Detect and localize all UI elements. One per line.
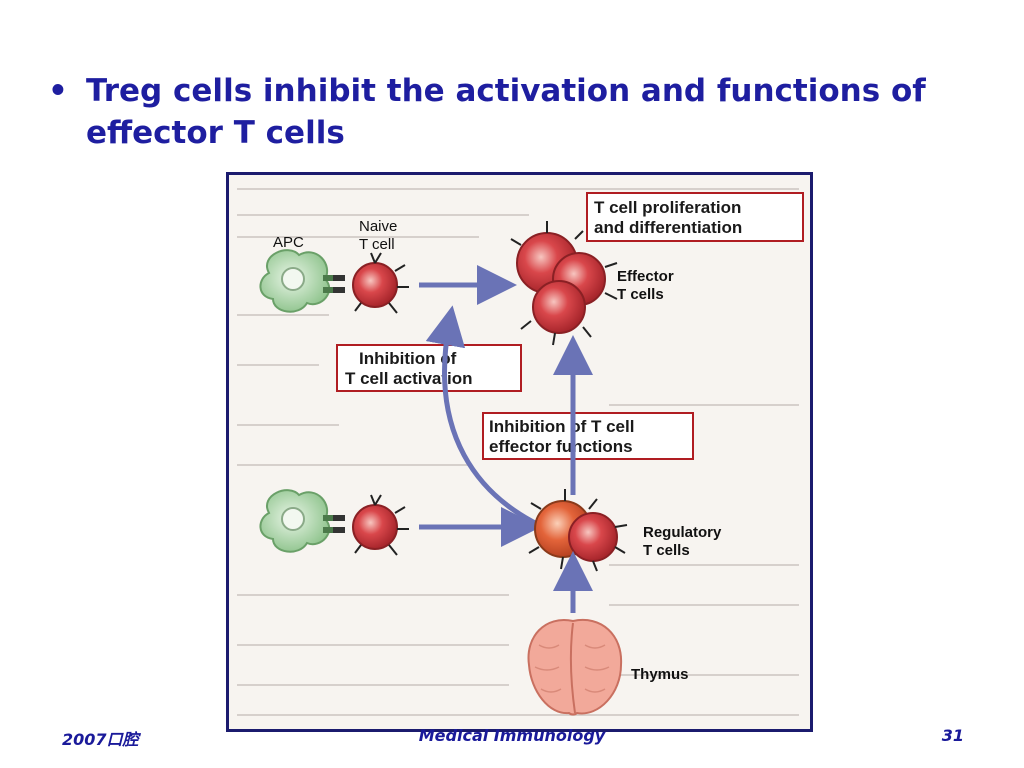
box-activation-line1: Inhibition of — [359, 349, 457, 368]
bullet-text: Treg cells inhibit the activation and fu… — [86, 73, 926, 151]
treg-diagram: APC Naive T cell Effector T cells T cell… — [226, 172, 813, 732]
regulatory-t-cells — [528, 489, 628, 572]
diagram-svg: APC Naive T cell Effector T cells T cell… — [237, 188, 804, 716]
slide-number: 31 — [941, 726, 964, 745]
naive-t-cell-bottom — [352, 494, 409, 556]
thymus — [527, 618, 623, 716]
box-proliferation-line2: and differentiation — [594, 218, 742, 237]
apc-top — [259, 249, 345, 313]
regulatory-label-line1: Regulatory — [643, 524, 722, 541]
background-text-lines — [237, 188, 799, 716]
box-proliferation: T cell proliferation and differentiation — [586, 192, 804, 242]
regulatory-label-line2: T cells — [643, 542, 690, 559]
thymus-label: Thymus — [631, 666, 689, 683]
footer-course: 2007口腔 — [62, 730, 139, 749]
effector-t-cells — [510, 221, 618, 346]
box-proliferation-line1: T cell proliferation — [594, 198, 741, 217]
effector-label-line2: T cells — [617, 286, 664, 303]
apc-bottom — [259, 489, 345, 553]
footer-title: Medical Immunology — [418, 726, 606, 745]
naive-label-line1: Naive — [359, 218, 397, 235]
box-effector-line1: Inhibition of T cell — [489, 417, 634, 436]
naive-t-cell-top — [352, 252, 409, 314]
effector-label-line1: Effector — [617, 268, 674, 285]
naive-label-line2: T cell — [359, 236, 395, 253]
box-activation-line2: T cell activation — [345, 369, 473, 388]
apc-label: APC — [273, 234, 304, 251]
bullet-dot: • — [48, 73, 68, 109]
box-effector-line2: effector functions — [489, 437, 633, 456]
box-inhibition-effector: Inhibition of T cell effector functions — [482, 412, 694, 460]
box-inhibition-activation: Inhibition of T cell activation — [336, 344, 522, 392]
